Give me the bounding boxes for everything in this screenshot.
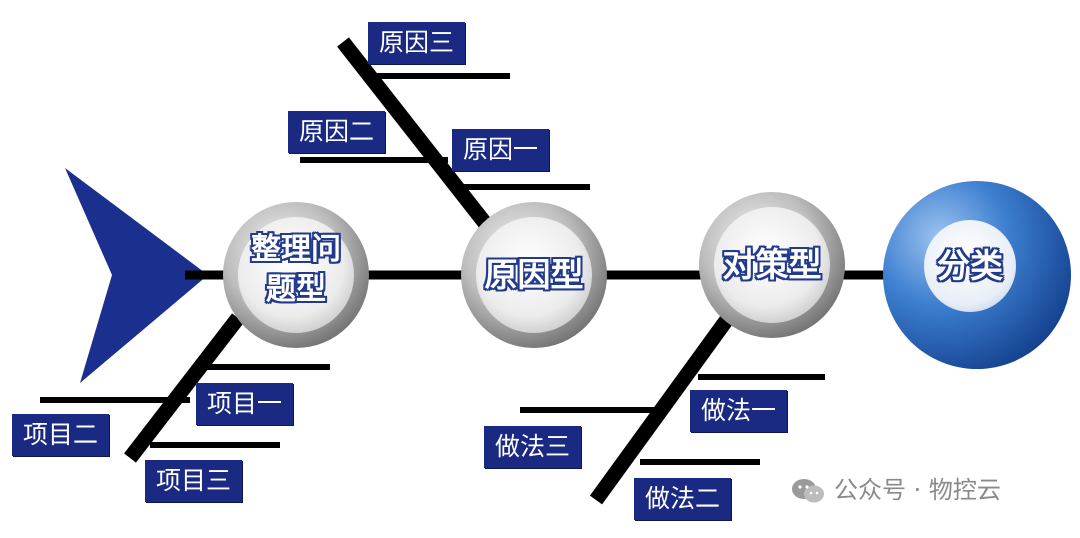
node-sort-problem-label: 整理问题型 [251, 232, 341, 307]
node-cause-ring [461, 202, 607, 348]
item-label-three: 项目三 [145, 460, 243, 502]
item-bone [124, 313, 244, 463]
method-label-three: 做法三 [484, 426, 582, 468]
method-bone [589, 313, 735, 505]
method-label-one: 做法一 [690, 390, 788, 432]
node-countermeasure-ring [699, 192, 845, 338]
cause-label-one: 原因一 [452, 129, 550, 171]
cause-label-three: 原因三 [368, 22, 466, 64]
node-cause-label: 原因型 [484, 255, 584, 294]
item-label-two: 项目二 [12, 414, 110, 456]
node-countermeasure-label: 对策型 [722, 245, 822, 284]
wechat-icon [792, 479, 824, 503]
watermark: 公众号 · 物控云 [790, 470, 1001, 510]
watermark-text: 公众号 · 物控云 [834, 476, 1001, 504]
node-classify-label: 分类 [937, 246, 1003, 285]
node-classify-ring [883, 181, 1071, 369]
method-label-two: 做法二 [634, 478, 732, 520]
fish-tail [65, 168, 208, 383]
node-sort-problem-ring [223, 202, 369, 348]
item-label-one: 项目一 [196, 383, 294, 425]
cause-bone [337, 37, 498, 237]
cause-label-two: 原因二 [288, 111, 386, 153]
